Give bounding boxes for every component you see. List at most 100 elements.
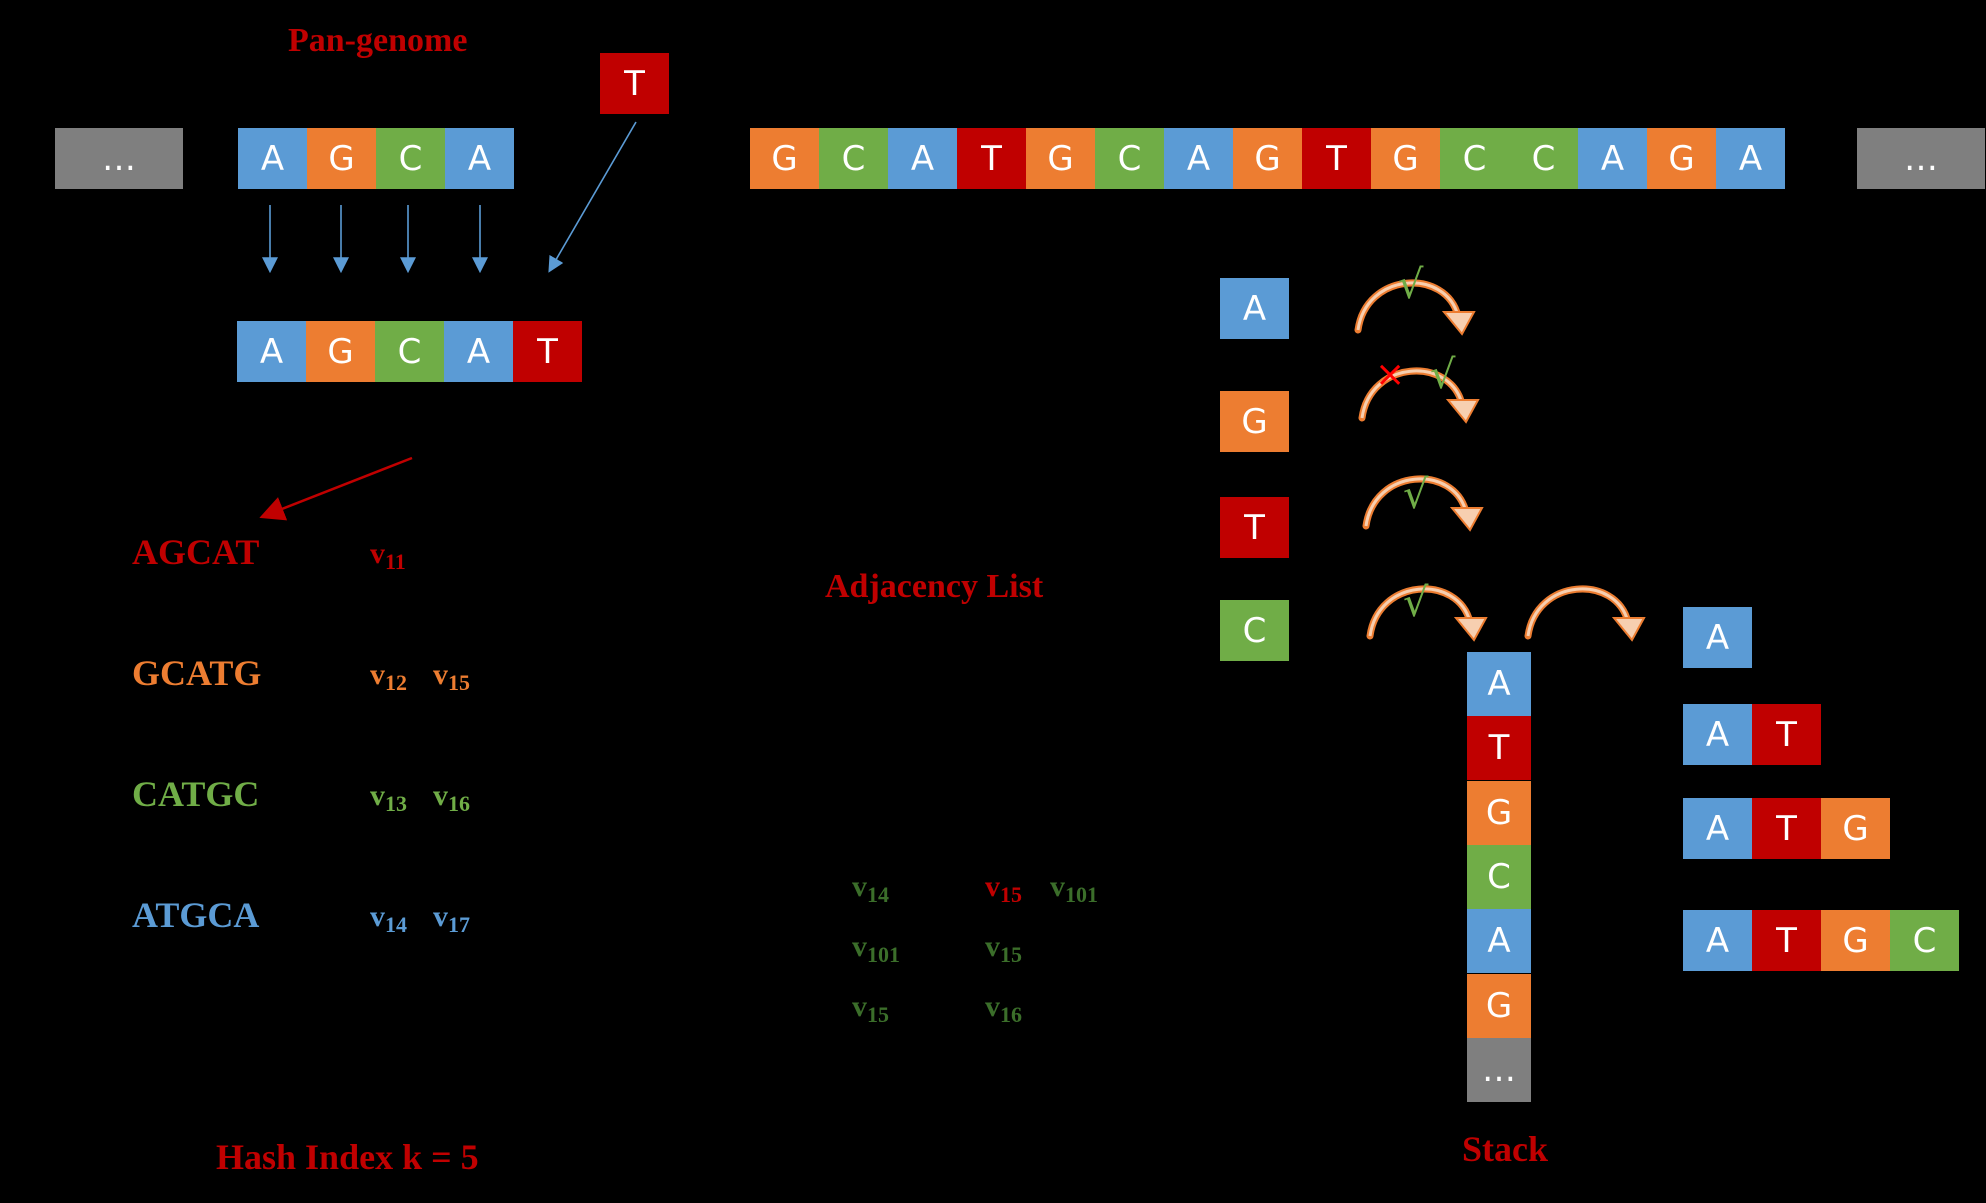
result-base: A: [237, 321, 306, 382]
hash-node-letter: v: [433, 658, 448, 691]
sequence-base: C: [1509, 128, 1578, 189]
insert-arrow-icon: [548, 121, 637, 273]
stack-title: Stack: [1462, 1129, 1549, 1169]
candidate-base: G: [1220, 391, 1289, 452]
hash-node: v12: [370, 658, 407, 696]
transition-arrow-icon: [1358, 367, 1480, 424]
inserted-base-block: T: [600, 53, 669, 114]
adjacency-source-node-letter: v: [852, 870, 867, 903]
path-base: T: [1752, 798, 1821, 859]
adjacency-target-node-letter: v: [1050, 870, 1065, 903]
adjacency-target-node: v15: [985, 870, 1022, 908]
check-icon: √: [1430, 352, 1456, 398]
adjacency-source-node-letter: v: [852, 930, 867, 963]
hash-node: v14: [370, 900, 407, 938]
stack-cell: A: [1467, 652, 1531, 716]
stack-cell: C: [1467, 844, 1531, 909]
transition-arrow-icon: [1524, 585, 1646, 642]
hash-node-letter: v: [370, 779, 385, 812]
sequence-base: T: [957, 128, 1026, 189]
hash-node-letter: v: [433, 900, 448, 933]
hash-node: v11: [370, 537, 406, 575]
sequence-base: G: [1026, 128, 1095, 189]
sequence-base: T: [1302, 128, 1371, 189]
stack-cell: T: [1467, 716, 1531, 781]
adjacency-source-node-subscript: 14: [867, 882, 889, 907]
sequence-base: A: [1164, 128, 1233, 189]
result-base: G: [306, 321, 375, 382]
adjacency-target-node-subscript: 15: [1000, 942, 1022, 967]
adjacency-source-node: v15: [852, 990, 889, 1028]
sequence-base: G: [750, 128, 819, 189]
hash-node-subscript: 11: [385, 549, 406, 574]
hash-node: v15: [433, 658, 470, 696]
hash-node: v13: [370, 779, 407, 817]
path-base: T: [1752, 704, 1821, 765]
sequence-base: C: [1095, 128, 1164, 189]
right-ellipsis-block: …: [1857, 128, 1985, 189]
window-base: A: [445, 128, 514, 189]
hash-node-subscript: 12: [385, 670, 407, 695]
hash-node-letter: v: [370, 900, 385, 933]
hash-index-title: Hash Index k = 5: [216, 1137, 479, 1177]
adjacency-source-node: v101: [852, 930, 900, 968]
candidate-base: T: [1220, 497, 1289, 558]
check-icon: √: [1403, 580, 1429, 626]
candidate-base: C: [1220, 600, 1289, 661]
sequence-base: G: [1371, 128, 1440, 189]
sequence-base: G: [1647, 128, 1716, 189]
result-base: A: [444, 321, 513, 382]
hash-node-letter: v: [370, 537, 385, 570]
sequence-base: A: [888, 128, 957, 189]
hash-kmer: GCATG: [132, 653, 262, 693]
hash-kmer: CATGC: [132, 774, 260, 814]
adjacency-target-node-letter: v: [985, 870, 1000, 903]
window-base: G: [307, 128, 376, 189]
window-base: A: [238, 128, 307, 189]
sequence-base: A: [1716, 128, 1785, 189]
hash-kmer: ATGCA: [132, 895, 260, 935]
sequence-base: A: [1578, 128, 1647, 189]
hash-node-letter: v: [433, 779, 448, 812]
stack-cell: G: [1467, 973, 1531, 1038]
adjacency-source-node-subscript: 101: [867, 942, 900, 967]
adjacency-target-node-subscript: 15: [1000, 882, 1022, 907]
adjacency-target-node: v101: [1050, 870, 1098, 908]
path-base: T: [1752, 910, 1821, 971]
transition-arrow-icon: [1354, 279, 1476, 336]
hash-node-subscript: 13: [385, 791, 407, 816]
hash-node-subscript: 17: [448, 912, 470, 937]
result-base: C: [375, 321, 444, 382]
adjacency-target-node: v15: [985, 930, 1022, 968]
path-base: A: [1683, 798, 1752, 859]
result-base: T: [513, 321, 582, 382]
check-icon: √: [1403, 472, 1429, 518]
adjacency-list-title: Adjacency List: [825, 568, 1044, 605]
path-base: A: [1683, 910, 1752, 971]
path-base: A: [1683, 607, 1752, 668]
lookup-arrow-icon: [259, 456, 413, 521]
sequence-base: C: [819, 128, 888, 189]
adjacency-source-node: v14: [852, 870, 889, 908]
hash-node-subscript: 15: [448, 670, 470, 695]
stack-cell: G: [1467, 780, 1531, 845]
sequence-base: C: [1440, 128, 1509, 189]
cross-icon: ×: [1375, 354, 1405, 395]
adjacency-target-node: v16: [985, 990, 1022, 1028]
adjacency-source-node-letter: v: [852, 990, 867, 1023]
hash-kmer: AGCAT: [132, 532, 260, 572]
window-base: C: [376, 128, 445, 189]
hash-node-subscript: 16: [448, 791, 470, 816]
candidate-base: A: [1220, 278, 1289, 339]
path-base: G: [1821, 910, 1890, 971]
path-base: C: [1890, 910, 1959, 971]
transition-arrow-icon: [1362, 475, 1484, 532]
hash-node: v16: [433, 779, 470, 817]
hash-node: v17: [433, 900, 470, 938]
hash-node-subscript: 14: [385, 912, 407, 937]
hash-node-letter: v: [370, 658, 385, 691]
adjacency-target-node-letter: v: [985, 990, 1000, 1023]
path-base: G: [1821, 798, 1890, 859]
sequence-base: G: [1233, 128, 1302, 189]
